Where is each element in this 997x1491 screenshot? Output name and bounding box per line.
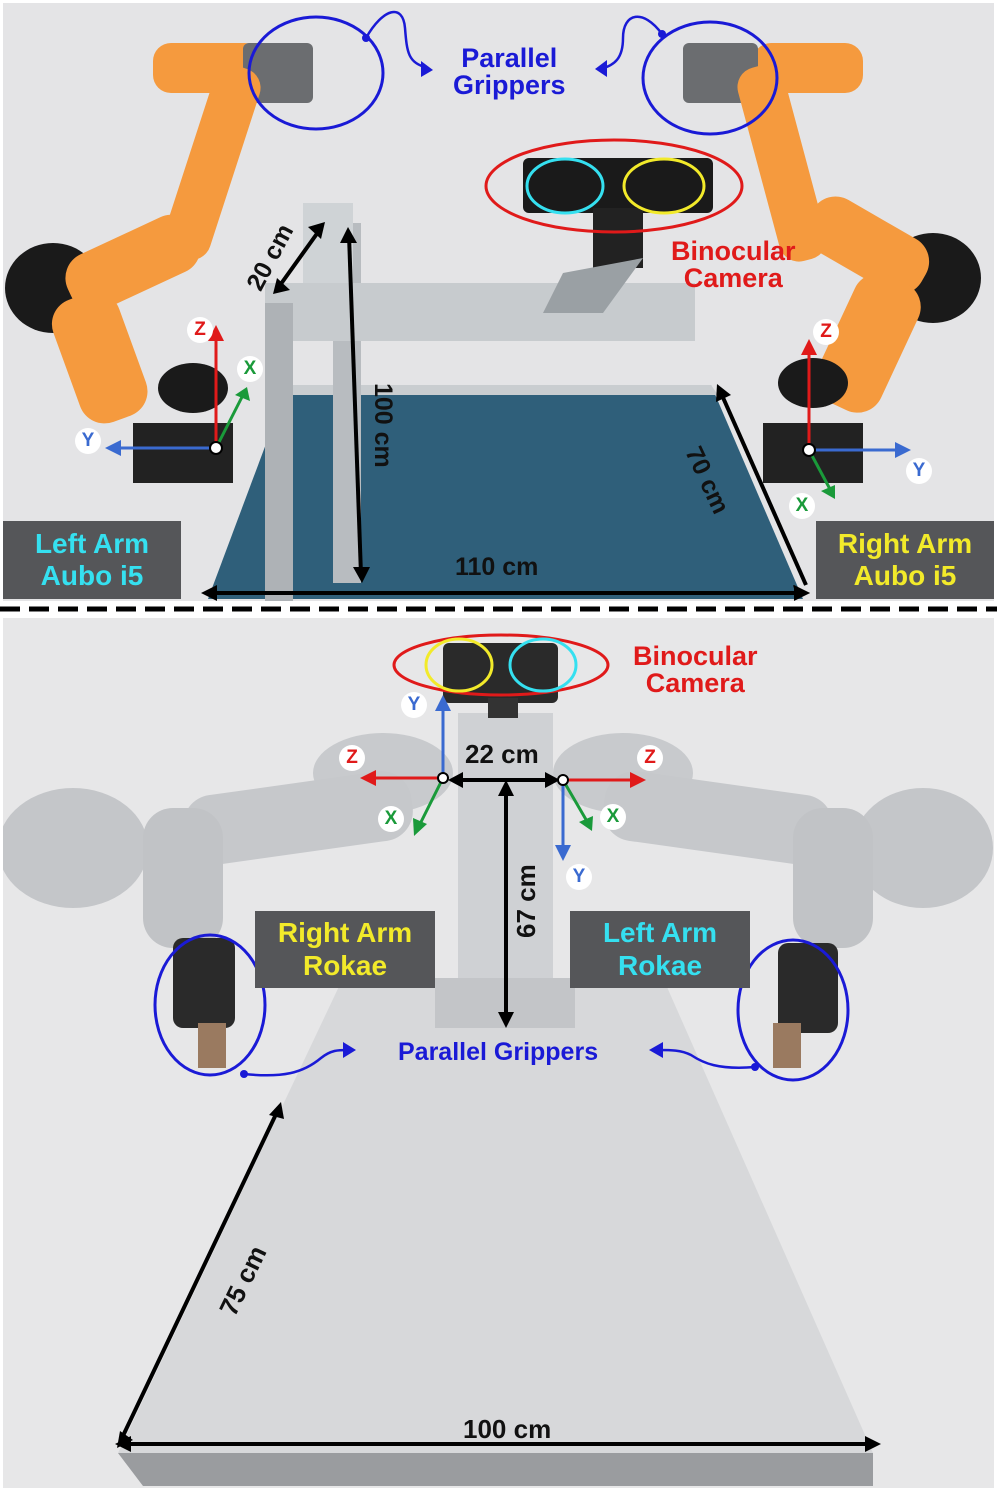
right-gripper-highlight <box>153 933 267 1077</box>
dimension-100cm: 100 cm <box>369 383 397 468</box>
dimension-67cm: 67 cm <box>511 864 541 938</box>
left-axis-z-label: Z <box>187 317 213 343</box>
binocular-camera-label: Binocular Camera <box>633 641 758 698</box>
camera-left-lens <box>424 637 494 693</box>
camera-frame-beam <box>265 283 695 341</box>
right-arm-rokae-label: Right Arm Rokae <box>255 911 435 988</box>
rokae-scene-drawing <box>3 633 993 1486</box>
panel-separator <box>0 606 997 612</box>
parallel-grippers-label: Parallel Grippers <box>453 43 566 100</box>
right-axis-z-label: Z <box>813 319 839 345</box>
binocular-camera-label: Binocular Camera <box>671 236 796 293</box>
right-axis-y-label: Y <box>906 458 932 484</box>
dimension-100cm: 100 cm <box>463 1414 552 1444</box>
left-gripper-highlight <box>736 938 850 1082</box>
left-axis-y-label: Y <box>75 428 101 454</box>
binocular-camera <box>523 158 713 213</box>
dimension-22cm: 22 cm <box>465 739 539 769</box>
dimension-110cm: 110 cm <box>455 553 539 581</box>
aubo-scene-drawing <box>5 10 981 601</box>
left-gripper-body <box>778 943 838 1033</box>
right-axis-x-label: X <box>789 493 815 519</box>
camera-highlight <box>392 633 610 697</box>
table-surface <box>118 978 873 1453</box>
left-axis-z-label: Z <box>339 745 365 771</box>
camera-right-lens <box>508 637 578 693</box>
right-gripper-highlight <box>641 20 779 136</box>
left-axis-x-label: X <box>378 806 404 832</box>
left-axis-y-label: Y <box>401 692 427 718</box>
parallel-grippers-label: Parallel Grippers <box>398 1038 599 1066</box>
right-axis-z-label: Z <box>637 745 663 771</box>
bottom-panel-rokae-setup: Binocular Camera Parallel Grippers Right… <box>3 618 994 1488</box>
left-gripper-highlight <box>247 15 385 131</box>
left-arm-aubo-label: Left Arm Aubo i5 <box>3 521 181 599</box>
dimension-arrows <box>208 226 808 595</box>
right-gripper-body <box>173 938 235 1028</box>
right-arm-aubo-label: Right Arm Aubo i5 <box>816 521 994 599</box>
top-panel-aubo-setup: Parallel Grippers Binocular Camera Left … <box>3 3 994 601</box>
right-axis-x-label: X <box>600 804 626 830</box>
left-arm-rokae-label: Left Arm Rokae <box>570 911 750 988</box>
camera-left-lens <box>525 157 605 215</box>
camera-highlight <box>484 138 744 234</box>
left-axis-x-label: X <box>237 356 263 382</box>
right-axis-y-label: Y <box>566 864 592 890</box>
camera-right-lens <box>622 157 706 215</box>
